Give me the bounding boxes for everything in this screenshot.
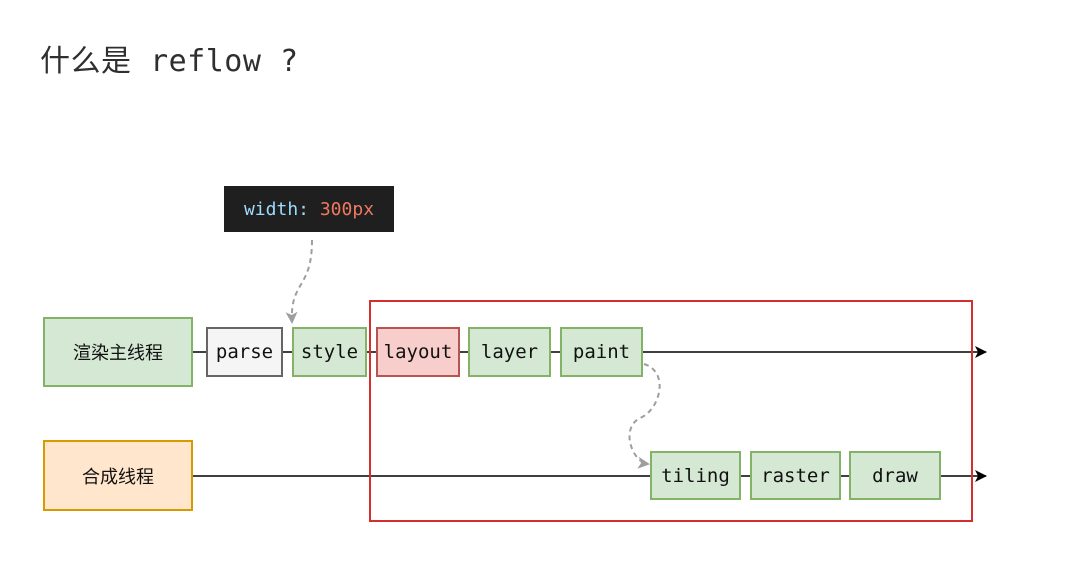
page-title: 什么是 reflow ? (40, 36, 299, 80)
step-tiling: tiling (650, 451, 741, 500)
code-property: width: (243, 198, 309, 220)
code-value: 300px (319, 198, 375, 220)
step-style: style (292, 327, 367, 377)
step-paint: paint (560, 327, 643, 377)
main-thread-lane: 渲染主线程 (43, 317, 193, 387)
title-suffix: ? (280, 44, 299, 79)
step-draw: draw (849, 451, 941, 500)
code-snippet: width: 300px (224, 186, 394, 232)
title-prefix: 什么是 (40, 44, 132, 79)
step-raster: raster (750, 451, 841, 500)
paint-to-tiling-arrow (628, 363, 661, 469)
step-layer: layer (468, 327, 551, 377)
compositor-thread-lane: 合成线程 (43, 440, 193, 511)
highlight-frame (369, 300, 973, 522)
code-to-style-arrow (285, 239, 313, 324)
title-keyword: reflow (150, 44, 262, 79)
step-layout: layout (376, 327, 460, 377)
step-parse: parse (206, 327, 283, 377)
